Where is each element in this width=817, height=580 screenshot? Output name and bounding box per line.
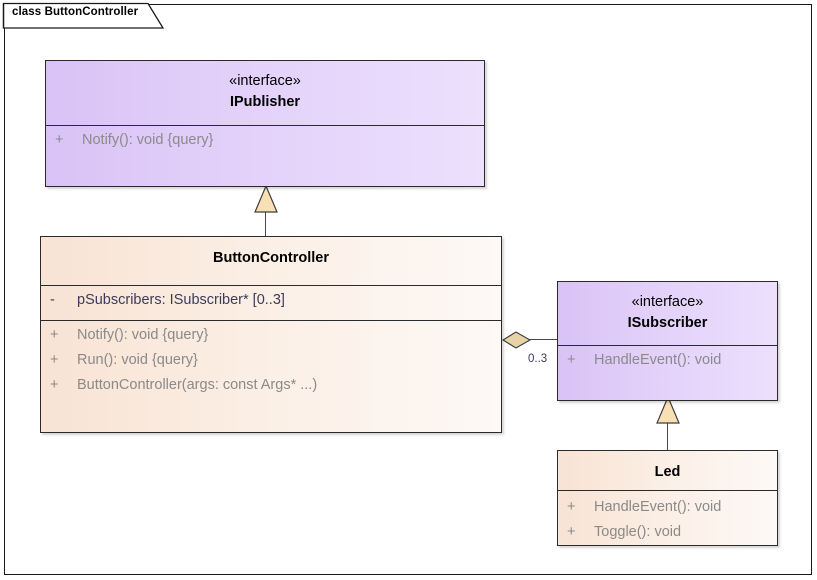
generalization-line-led-isubscriber[interactable] — [667, 422, 668, 450]
member-visibility: + — [567, 499, 576, 515]
ipublisher-name: IPublisher — [229, 94, 301, 111]
member-signature: HandleEvent(): void — [594, 352, 722, 368]
class-box-led[interactable]: Led + HandleEvent(): void + Toggle(): vo… — [557, 450, 778, 546]
isubscriber-stereotype: «interface» — [631, 294, 704, 310]
ipublisher-stereotype: «interface» — [229, 73, 301, 89]
led-separator — [558, 490, 777, 491]
isubscriber-separator — [558, 345, 777, 346]
led-header: Led — [558, 451, 777, 490]
member-visibility: + — [55, 132, 64, 148]
member-row[interactable]: + HandleEvent(): void — [558, 352, 777, 377]
member-row[interactable]: - pSubscribers: ISubscriber* [0..3] — [41, 292, 501, 317]
diagram-frame-label: class ButtonController — [12, 6, 139, 18]
class-box-isubscriber[interactable]: «interface» ISubscriber + HandleEvent():… — [557, 281, 778, 401]
member-signature: pSubscribers: ISubscriber* [0..3] — [77, 292, 285, 308]
buttoncontroller-separator-attributes — [41, 285, 501, 286]
member-signature: Toggle(): void — [594, 524, 682, 540]
led-name: Led — [654, 464, 681, 480]
generalization-arrowhead-ipublisher — [254, 184, 278, 213]
generalization-line-buttoncontroller-ipublisher[interactable] — [265, 212, 266, 238]
buttoncontroller-operations: + Notify(): void {query} + Run(): void {… — [41, 327, 501, 402]
member-signature: Notify(): void {query} — [82, 132, 214, 148]
member-visibility: + — [50, 327, 59, 343]
led-operations: + HandleEvent(): void + Toggle(): void — [558, 499, 777, 549]
class-box-ipublisher[interactable]: «interface» IPublisher + Notify(): void … — [45, 60, 485, 187]
member-row[interactable]: + HandleEvent(): void — [558, 499, 777, 524]
buttoncontroller-separator-operations — [41, 320, 501, 321]
buttoncontroller-attributes: - pSubscribers: ISubscriber* [0..3] — [41, 292, 501, 317]
member-row[interactable]: + Run(): void {query} — [41, 352, 501, 377]
member-signature: HandleEvent(): void — [594, 499, 722, 515]
ipublisher-header: «interface» IPublisher — [46, 61, 484, 125]
aggregation-diamond-buttoncontroller — [501, 331, 532, 349]
isubscriber-name: ISubscriber — [627, 315, 708, 332]
member-row[interactable]: + Notify(): void {query} — [41, 327, 501, 352]
member-visibility: + — [567, 524, 576, 540]
member-visibility: + — [50, 377, 59, 393]
ipublisher-separator — [46, 125, 484, 126]
buttoncontroller-name: ButtonController — [213, 250, 329, 266]
member-visibility: - — [50, 292, 55, 308]
buttoncontroller-header: ButtonController — [41, 237, 501, 285]
member-row[interactable]: + ButtonController(args: const Args* ...… — [41, 377, 501, 402]
member-signature: ButtonController(args: const Args* ...) — [77, 377, 318, 393]
isubscriber-header: «interface» ISubscriber — [558, 282, 777, 345]
member-row[interactable]: + Notify(): void {query} — [46, 132, 484, 157]
aggregation-multiplicity-label: 0..3 — [528, 353, 548, 365]
member-signature: Run(): void {query} — [77, 352, 198, 368]
member-signature: Notify(): void {query} — [77, 327, 209, 343]
ipublisher-operations: + Notify(): void {query} — [46, 132, 484, 157]
class-box-buttoncontroller[interactable]: ButtonController - pSubscribers: ISubscr… — [40, 236, 502, 433]
member-visibility: + — [567, 352, 576, 368]
member-row[interactable]: + Toggle(): void — [558, 524, 777, 549]
member-visibility: + — [50, 352, 59, 368]
generalization-arrowhead-isubscriber — [656, 395, 680, 424]
aggregation-line-buttoncontroller-isubscriber[interactable] — [528, 339, 558, 340]
diagram-frame-tab — [2, 2, 165, 29]
isubscriber-operations: + HandleEvent(): void — [558, 352, 777, 377]
diagram-frame-border — [4, 4, 812, 575]
